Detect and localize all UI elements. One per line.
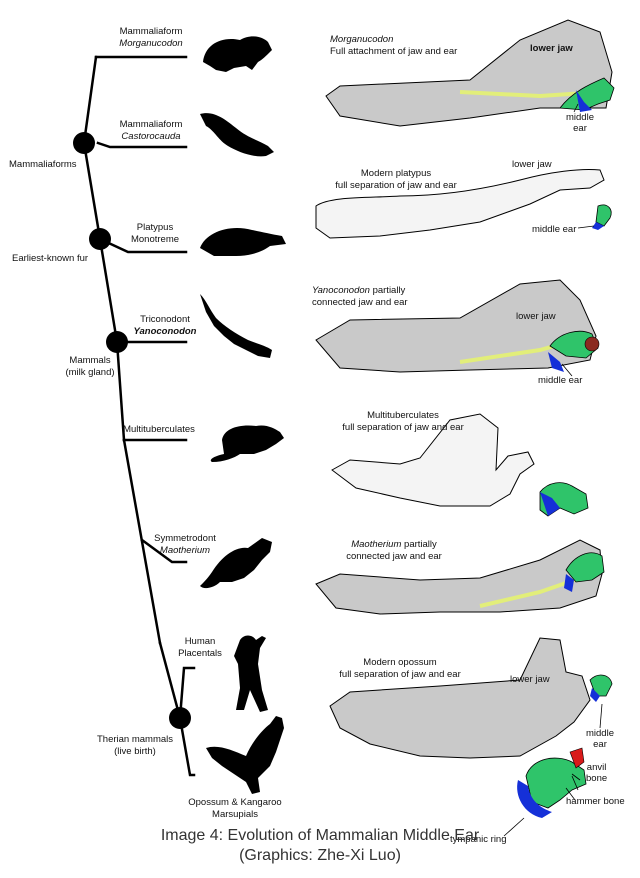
node-label-mammals: Mammals (milk gland): [60, 355, 120, 379]
jaw-multituberculate: [331, 413, 589, 517]
figure-caption-credit: (Graphics: Zhe-Xi Luo): [239, 847, 401, 864]
jaw-caption-platypus-line2: full separation of jaw and ear: [335, 180, 457, 191]
jaw-caption-multi-line2: full separation of jaw and ear: [342, 422, 464, 433]
maotherium-silhouette: [200, 538, 272, 589]
taxon-castorocauda-line1: Mammaliaform: [119, 119, 183, 130]
figure-caption-title: Image 4: Evolution of Mammalian Middle E…: [160, 827, 480, 844]
jaw-caption-yanoconodon-line2: connected jaw and ear: [312, 297, 408, 308]
jaw-caption-morganucodon-line2: Full attachment of jaw and ear: [330, 46, 458, 57]
taxon-maotherium-line2: Maotherium: [159, 545, 211, 556]
node-label-therian-line1: Therian mammals: [96, 734, 174, 745]
taxon-morganucodon-line1: Mammaliaform: [119, 26, 183, 37]
part-label-tympanic-ring: tympanic ring: [450, 834, 507, 845]
taxon-yanoconodon-line2: Yanoconodon: [133, 326, 197, 337]
jaw-yanoconodon: [315, 279, 600, 373]
taxon-label-human: Human Placentals: [170, 636, 230, 660]
taxon-platypus-line2: Monotreme: [130, 234, 180, 245]
jaw-caption-maotherium-genus: Maotherium: [351, 539, 402, 550]
jaw-opossum: [329, 637, 613, 759]
node-label-mammaliaforms: Mammaliaforms: [9, 159, 77, 170]
part-ear-opossum: ear: [593, 739, 607, 750]
jaw-maotherium: [315, 539, 605, 615]
part-label-middle-ear-yanoconodon: middle ear: [538, 375, 583, 386]
taxon-marsupial-line1: Opossum & Kangaroo: [188, 797, 282, 808]
taxon-platypus-line1: Platypus: [136, 222, 174, 233]
jaw-morganucodon: [325, 19, 615, 127]
yanoconodon-silhouette: [200, 294, 272, 358]
part-middle-opossum: middle: [586, 728, 614, 739]
kangaroo-silhouette: [206, 716, 284, 794]
taxon-yanoconodon-line1: Triconodont: [140, 314, 190, 325]
node-earliest-fur: [89, 228, 111, 250]
taxon-label-multituberculates: Multituberculates: [123, 424, 195, 435]
part-ear-morganucodon: ear: [573, 123, 587, 134]
jaw-caption-multi-line1: Multituberculates: [367, 410, 439, 421]
platypus-silhouette: [200, 228, 286, 256]
jaw-caption-maotherium-line1: Maotherium partially: [324, 539, 464, 551]
jaw-caption-yanoconodon-genus: Yanoconodon: [312, 285, 370, 296]
part-middle-morganucodon: middle: [566, 112, 594, 123]
node-label-therian-line2: (live birth): [114, 746, 156, 757]
taxon-castorocauda-line2: Castorocauda: [121, 131, 181, 142]
part-label-lower-jaw-opossum: lower jaw: [510, 674, 550, 685]
taxon-label-morganucodon: Mammaliaform Morganucodon: [105, 26, 197, 50]
multituberculate-silhouette: [210, 425, 284, 462]
part-anvil-bone: bone: [586, 773, 608, 784]
part-label-lower-jaw-platypus: lower jaw: [512, 159, 552, 170]
part-label-middle-ear-platypus: middle ear: [532, 224, 577, 235]
jaw-caption-morganucodon: Morganucodon Full attachment of jaw and …: [330, 34, 457, 58]
taxon-label-maotherium: Symmetrodont Maotherium: [148, 533, 222, 557]
node-label-mammals-line2: (milk gland): [65, 367, 115, 378]
jaw-caption-opossum-line2: full separation of jaw and ear: [339, 669, 461, 680]
figure-caption: Image 4: Evolution of Mammalian Middle E…: [0, 826, 640, 866]
jaw-caption-platypus: Modern platypus full separation of jaw a…: [326, 168, 466, 192]
taxon-label-yanoconodon: Triconodont Yanoconodon: [130, 314, 200, 338]
node-label-earliest-fur: Earliest-known fur: [12, 253, 89, 264]
taxon-marsupial-line2: Marsupials: [212, 809, 258, 820]
taxon-label-castorocauda: Mammaliaform Castorocauda: [105, 119, 197, 143]
jaw-caption-maotherium-line2: connected jaw and ear: [346, 551, 442, 562]
node-mammaliaforms: [73, 132, 95, 154]
jaw-caption-morganucodon-line1: Morganucodon: [330, 34, 394, 45]
part-label-lower-jaw-yanoconodon: lower jaw: [516, 311, 556, 322]
taxon-label-marsupials: Opossum & Kangaroo Marsupials: [180, 797, 290, 821]
part-anvil: anvil: [586, 762, 607, 773]
part-label-middle-ear-opossum: middle ear: [586, 728, 614, 750]
node-mammals: [106, 331, 128, 353]
opossum-ear-enlarged: [517, 747, 587, 818]
taxon-human-line2: Placentals: [178, 648, 222, 659]
taxon-label-platypus: Platypus Monotreme: [120, 222, 190, 246]
jaw-caption-opossum-line1: Modern opossum: [363, 657, 437, 668]
node-therian: [169, 707, 191, 729]
part-label-anvil-bone: anvil bone: [586, 762, 607, 784]
jaw-caption-opossum: Modern opossum full separation of jaw an…: [330, 657, 470, 681]
taxon-human-line1: Human: [184, 636, 216, 647]
jaw-caption-yanoconodon: Yanoconodon partially connected jaw and …: [312, 285, 408, 309]
part-label-hammer-bone: hammer bone: [566, 796, 625, 807]
morganucodon-silhouette: [203, 36, 272, 72]
jaw-caption-yanoconodon-desc: partially: [369, 285, 406, 296]
jaw-caption-platypus-line1: Modern platypus: [360, 168, 432, 179]
jaw-caption-yanoconodon-line1: Yanoconodon partially: [312, 285, 408, 297]
part-label-lower-jaw-morganucodon: lower jaw: [530, 43, 573, 54]
jaw-caption-maotherium-desc: partially: [401, 539, 437, 550]
jaw-caption-multituberculates: Multituberculates full separation of jaw…: [328, 410, 478, 434]
node-label-therian: Therian mammals (live birth): [80, 734, 190, 758]
node-label-mammals-line1: Mammals: [69, 355, 111, 366]
taxon-maotherium-line1: Symmetrodont: [154, 533, 216, 544]
castorocauda-silhouette: [200, 113, 274, 157]
jaw-caption-maotherium: Maotherium partially connected jaw and e…: [324, 539, 464, 563]
human-silhouette: [234, 635, 268, 712]
jaw-platypus: [315, 169, 612, 239]
part-label-middle-ear-morganucodon: middle ear: [566, 112, 594, 134]
taxon-morganucodon-line2: Morganucodon: [119, 38, 183, 49]
